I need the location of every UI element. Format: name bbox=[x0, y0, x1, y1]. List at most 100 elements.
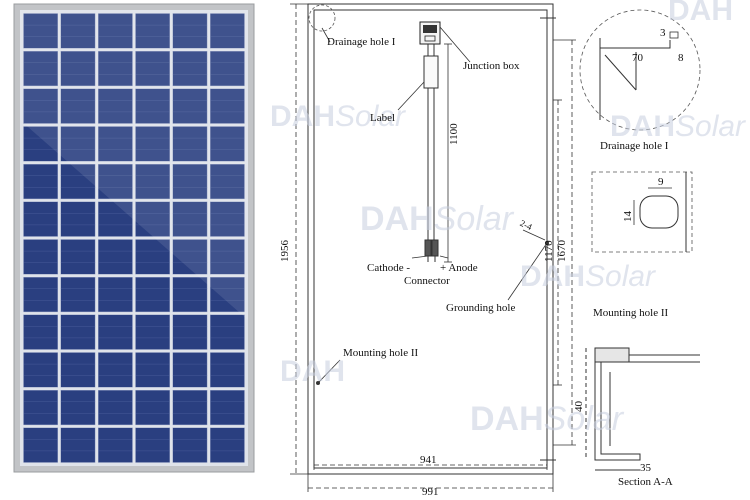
solar-cell bbox=[135, 427, 170, 463]
solar-cell bbox=[135, 390, 170, 426]
solar-cell bbox=[172, 390, 208, 426]
solar-cell bbox=[172, 88, 208, 124]
anode-label: + Anode bbox=[440, 262, 478, 274]
solar-cell bbox=[60, 427, 96, 463]
solar-panel-illustration bbox=[13, 3, 255, 473]
solar-cell bbox=[97, 277, 133, 313]
drainage-dim-70: 70 bbox=[632, 52, 643, 64]
solar-cell bbox=[135, 201, 170, 237]
solar-cell bbox=[172, 13, 208, 49]
drainage-dim-8: 8 bbox=[678, 52, 684, 64]
section-profile bbox=[585, 347, 700, 471]
junction-box-label: Junction box bbox=[463, 60, 520, 72]
drainage-dim-3: 3 bbox=[660, 27, 666, 39]
drainage-detail-title: Drainage hole I bbox=[600, 140, 669, 152]
mounting-hole-label: Mounting hole II bbox=[343, 347, 419, 359]
solar-cell bbox=[209, 88, 245, 124]
solar-cell bbox=[23, 277, 58, 313]
solar-cell bbox=[135, 51, 170, 87]
bottom-dimensions bbox=[307, 460, 554, 492]
solar-cell bbox=[23, 390, 58, 426]
solar-cell bbox=[97, 126, 133, 162]
solar-cell bbox=[209, 314, 245, 350]
solar-cell bbox=[23, 126, 58, 162]
solar-cell bbox=[209, 201, 245, 237]
solar-cell bbox=[60, 201, 96, 237]
solar-cell bbox=[23, 352, 58, 388]
mounting-dim-width: 9 bbox=[658, 176, 664, 188]
solar-cell bbox=[135, 88, 170, 124]
solar-cell bbox=[209, 163, 245, 200]
solar-cell bbox=[97, 201, 133, 237]
inner-width-value: 941 bbox=[420, 454, 437, 466]
solar-cell bbox=[23, 239, 58, 275]
label-label: Label bbox=[370, 112, 396, 124]
cathode-label: Cathode - bbox=[367, 262, 411, 274]
solar-cell bbox=[135, 239, 170, 275]
drainage-hole-callout-circle bbox=[308, 4, 336, 32]
inner-span-value: 1670 bbox=[556, 240, 568, 262]
mounting-detail-title: Mounting hole II bbox=[593, 307, 669, 319]
solar-cell bbox=[60, 163, 96, 200]
solar-cell bbox=[135, 277, 170, 313]
solar-cell bbox=[23, 88, 58, 124]
solar-cell bbox=[97, 390, 133, 426]
solar-cell bbox=[209, 51, 245, 87]
solar-cell bbox=[23, 427, 58, 463]
mounting-span-value: 1170 bbox=[543, 240, 555, 262]
junction-box bbox=[419, 21, 441, 45]
solar-cell bbox=[172, 239, 208, 275]
solar-cell bbox=[23, 201, 58, 237]
total-width-value: 991 bbox=[422, 486, 439, 498]
solar-cell bbox=[209, 352, 245, 388]
solar-cell bbox=[172, 51, 208, 87]
solar-cell bbox=[209, 390, 245, 426]
solar-cell bbox=[60, 88, 96, 124]
solar-cell bbox=[97, 13, 133, 49]
frame-outer bbox=[307, 3, 554, 475]
solar-cell bbox=[97, 427, 133, 463]
solar-cell bbox=[135, 352, 170, 388]
solar-cell bbox=[209, 126, 245, 162]
section-dim-width: 35 bbox=[640, 462, 651, 474]
solar-cell bbox=[172, 126, 208, 162]
section-title: Section A-A bbox=[618, 476, 673, 488]
solar-cell bbox=[135, 163, 170, 200]
label-sticker bbox=[423, 55, 439, 89]
total-height-value: 1956 bbox=[279, 240, 291, 262]
mounting-detail bbox=[591, 171, 693, 253]
solar-cell bbox=[60, 277, 96, 313]
solar-cell bbox=[172, 352, 208, 388]
solar-cell bbox=[23, 51, 58, 87]
solar-cell bbox=[97, 352, 133, 388]
solar-cell bbox=[172, 277, 208, 313]
panel-glare bbox=[20, 10, 248, 320]
total-height-dimension bbox=[290, 3, 308, 475]
solar-cell bbox=[60, 352, 96, 388]
solar-cell bbox=[60, 239, 96, 275]
frame-inner bbox=[313, 9, 548, 469]
leader-lines bbox=[317, 26, 548, 384]
mounting-dim-height: 14 bbox=[622, 211, 634, 222]
solar-cell bbox=[97, 88, 133, 124]
solar-cell bbox=[97, 314, 133, 350]
right-dimensions bbox=[553, 39, 576, 446]
panel-cell-grid bbox=[23, 13, 245, 463]
solar-cell bbox=[209, 13, 245, 49]
solar-cell bbox=[172, 314, 208, 350]
solar-cell bbox=[135, 314, 170, 350]
solar-cell bbox=[135, 13, 170, 49]
module-outline bbox=[307, 3, 556, 475]
solar-cell bbox=[135, 126, 170, 162]
drainage-detail bbox=[579, 9, 701, 131]
section-dim-height: 40 bbox=[573, 401, 585, 412]
solar-cell bbox=[60, 126, 96, 162]
solar-cell bbox=[97, 239, 133, 275]
solar-cell bbox=[172, 163, 208, 200]
solar-cell bbox=[172, 201, 208, 237]
connector-label: Connector bbox=[404, 275, 450, 287]
solar-cell bbox=[172, 427, 208, 463]
solar-cell bbox=[23, 13, 58, 49]
cable-length-dimension bbox=[444, 43, 452, 263]
